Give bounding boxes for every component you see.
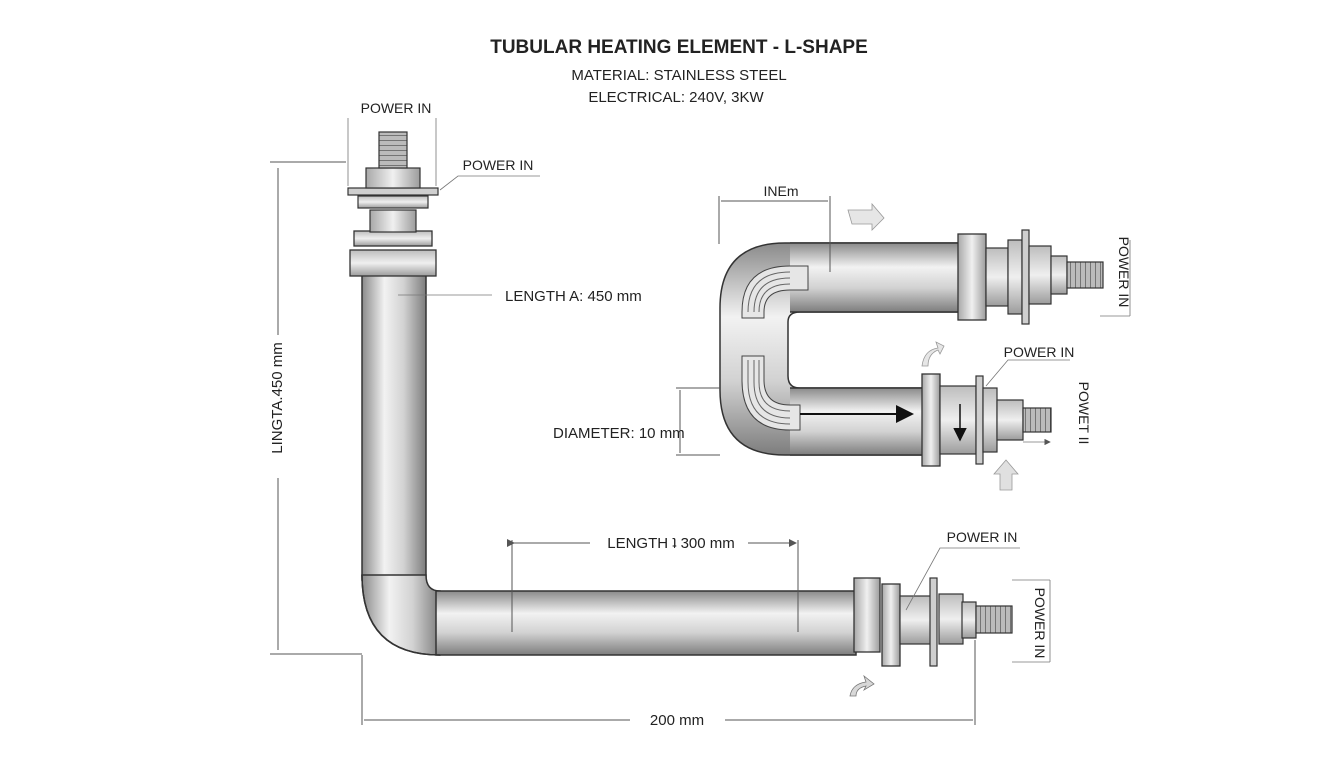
bottom-width-label: 200 mm [650,712,704,729]
length-b-label: LENGTH ʇ 300 mm [607,535,735,552]
vertical-length-label: LINGTA.450 mm [269,342,286,453]
bottom-terminal [853,577,1013,667]
electrical-label: ELECTRICAL: 240V, 3KW [588,89,764,106]
diameter-label: DIAMETER: 10 mm [553,425,685,442]
u-shape-tube [719,242,959,456]
length-a-label: LENGTH A: 450 mm [505,288,642,305]
u-top-terminal [957,229,1104,325]
bottom-vertical-power-in-label: POWER IN [1032,588,1048,659]
u-width-label: INEm [764,183,799,199]
u-middle-power-in-label: POWER IN [1004,344,1075,360]
material-label: MATERIAL: STAINLESS STEEL [571,67,786,84]
u-bottom-terminal [921,373,1052,467]
l-shape-dimensions [270,118,1051,725]
u-shape-dimensions [676,196,1131,491]
top-terminal [347,131,439,277]
u-right-power-in-label: POWER IN [1116,237,1132,308]
l-shape-tube [361,274,857,656]
top-power-in-label: POWER IN [361,100,432,116]
top-nut-power-in-label: POWER IN [463,157,534,173]
diagram-title: TUBULAR HEATING ELEMENT - L-SHAPE [490,37,868,58]
bottom-power-in-label: POWER IN [947,529,1018,545]
u-right-garbled-label: POWET II [1076,382,1092,445]
